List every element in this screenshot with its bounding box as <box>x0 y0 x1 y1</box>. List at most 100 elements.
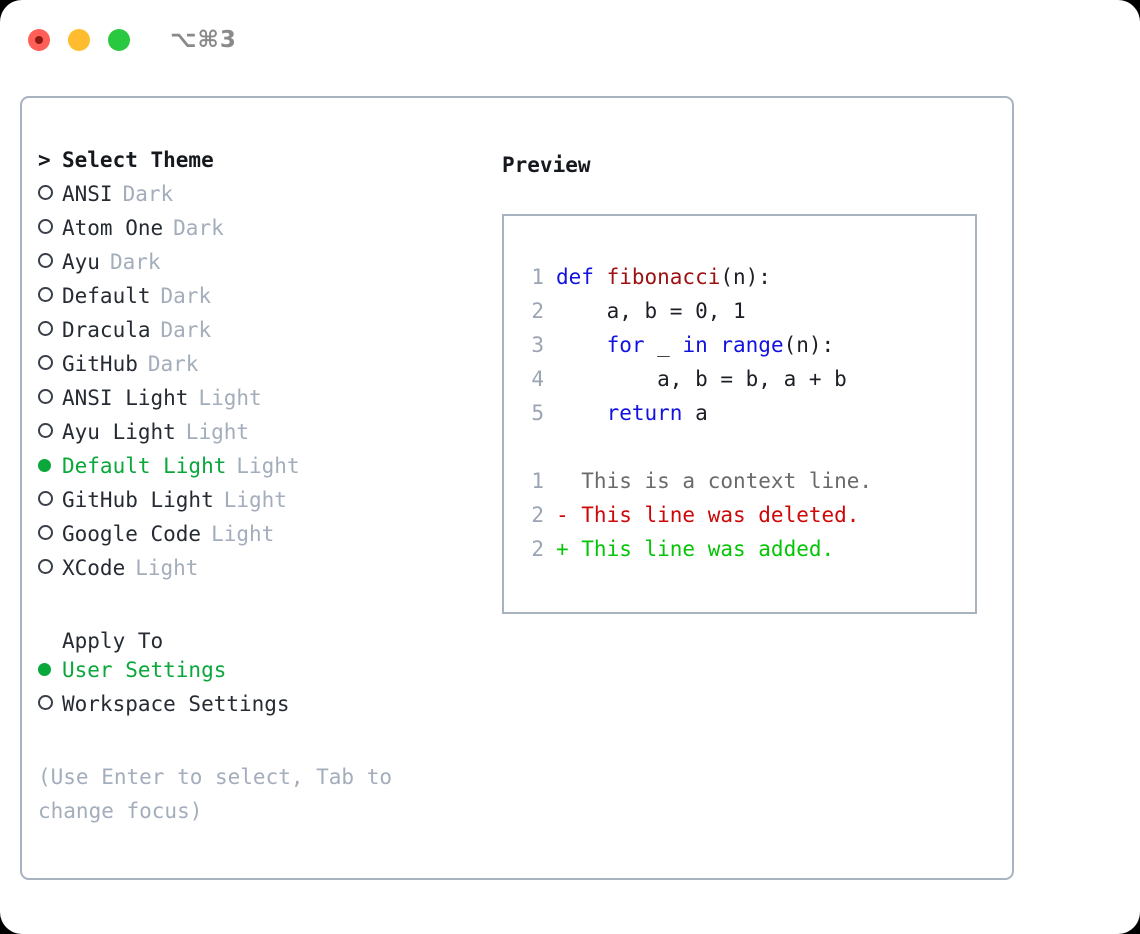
radio-unselected-icon <box>38 490 62 511</box>
select-theme-heading-label: Select Theme <box>62 148 214 172</box>
theme-mode-badge: Light <box>135 556 199 580</box>
theme-mode-badge: Dark <box>109 250 161 274</box>
theme-name-label: GitHub Light <box>62 488 214 512</box>
theme-list-item[interactable]: Default Dark <box>38 284 488 318</box>
diff-line: 1 This is a context line. <box>518 464 975 498</box>
code-token: def <box>556 265 607 289</box>
theme-name-label: Ayu <box>62 250 100 274</box>
theme-name-label: Default <box>62 284 151 308</box>
radio-unselected-icon <box>38 286 62 307</box>
code-line-number: 5 <box>531 401 544 425</box>
radio-selected-icon <box>38 456 62 477</box>
maximize-window-icon[interactable] <box>108 29 130 51</box>
radio-dot <box>38 695 53 710</box>
radio-unselected-icon <box>38 558 62 579</box>
diff-line-number: 1 <box>531 469 544 493</box>
code-line: 3 for _ in range(n): <box>518 328 975 362</box>
code-token: (n): <box>783 333 835 357</box>
keyboard-hint-text: (Use Enter to select, Tab to change focu… <box>38 765 405 823</box>
radio-dot <box>38 663 51 676</box>
prompt-caret-icon: > <box>38 148 51 172</box>
radio-dot <box>38 219 53 234</box>
theme-list-item[interactable]: ANSI Dark <box>38 182 488 216</box>
minimize-window-icon[interactable] <box>68 29 90 51</box>
radio-dot <box>38 525 53 540</box>
apply-to-option[interactable]: Workspace Settings <box>38 692 488 726</box>
theme-mode-badge: Light <box>236 454 300 478</box>
diff-line-text: This is a context line. <box>556 469 873 493</box>
code-token: a <box>682 401 708 425</box>
preview-title: Preview <box>502 153 591 177</box>
theme-name-label: ANSI <box>62 182 113 206</box>
theme-mode-badge: Dark <box>122 182 174 206</box>
radio-dot <box>38 185 53 200</box>
radio-unselected-icon <box>38 252 62 273</box>
code-token: fibonacci <box>606 265 721 289</box>
theme-list-item[interactable]: Ayu Dark <box>38 250 488 284</box>
radio-unselected-icon <box>38 320 62 341</box>
title-bar: ⌥⌘3 <box>0 0 1140 80</box>
radio-dot <box>38 559 53 574</box>
theme-name-label: GitHub <box>62 352 138 376</box>
theme-mode-badge: Light <box>223 488 287 512</box>
radio-dot <box>38 491 53 506</box>
radio-dot <box>38 389 53 404</box>
theme-list-item[interactable]: GitHub Dark <box>38 352 488 386</box>
diff-line-number: 2 <box>531 503 544 527</box>
theme-mode-badge: Light <box>198 386 262 410</box>
code-line: 4 a, b = b, a + b <box>518 362 975 396</box>
code-token: a, b = b, a + b <box>556 367 847 391</box>
diff-line-text: - This line was deleted. <box>556 503 860 527</box>
traffic-lights <box>28 29 130 51</box>
radio-unselected-icon <box>38 354 62 375</box>
code-token: a, b = 0, 1 <box>556 299 746 323</box>
theme-mode-badge: Dark <box>160 284 212 308</box>
code-token: _ <box>644 333 683 357</box>
radio-selected-icon <box>38 660 62 681</box>
theme-name-label: Atom One <box>62 216 164 240</box>
theme-mode-badge: Dark <box>160 318 212 342</box>
close-window-icon[interactable] <box>28 29 50 51</box>
theme-mode-badge: Light <box>211 522 275 546</box>
code-token: (n): <box>720 265 771 289</box>
code-token <box>556 333 607 357</box>
theme-list-item[interactable]: Google Code Light <box>38 522 488 556</box>
theme-list-item[interactable]: XCode Light <box>38 556 488 590</box>
theme-name-label: XCode <box>62 556 126 580</box>
diff-preview: 1 This is a context line. 2 - This line wa… <box>518 464 975 566</box>
code-line-number: 4 <box>531 367 544 391</box>
theme-name-label: Google Code <box>62 522 202 546</box>
code-diff-separator <box>518 430 975 464</box>
theme-list-item[interactable]: Atom One Dark <box>38 216 488 250</box>
theme-name-label: Dracula <box>62 318 151 342</box>
radio-unselected-icon <box>38 218 62 239</box>
theme-mode-badge: Dark <box>173 216 224 240</box>
select-theme-heading: > Select Theme <box>38 148 488 182</box>
apply-to-heading: Apply To <box>62 629 164 653</box>
theme-list-item[interactable]: Dracula Dark <box>38 318 488 352</box>
radio-dot <box>38 321 53 336</box>
radio-dot <box>38 253 53 268</box>
theme-mode-badge: Dark <box>147 352 199 376</box>
apply-to-option[interactable]: User Settings <box>38 658 488 692</box>
keyboard-shortcut-label: ⌥⌘3 <box>170 27 237 53</box>
theme-list-item[interactable]: GitHub Light Light <box>38 488 488 522</box>
list-spacer <box>38 590 488 624</box>
theme-mode-badge: Light <box>185 420 250 444</box>
diff-line: 2 - This line was deleted. <box>518 498 975 532</box>
diff-line-number: 2 <box>531 537 544 561</box>
code-line-number: 1 <box>531 265 544 289</box>
radio-dot <box>38 287 53 302</box>
radio-unselected-icon <box>38 184 62 205</box>
